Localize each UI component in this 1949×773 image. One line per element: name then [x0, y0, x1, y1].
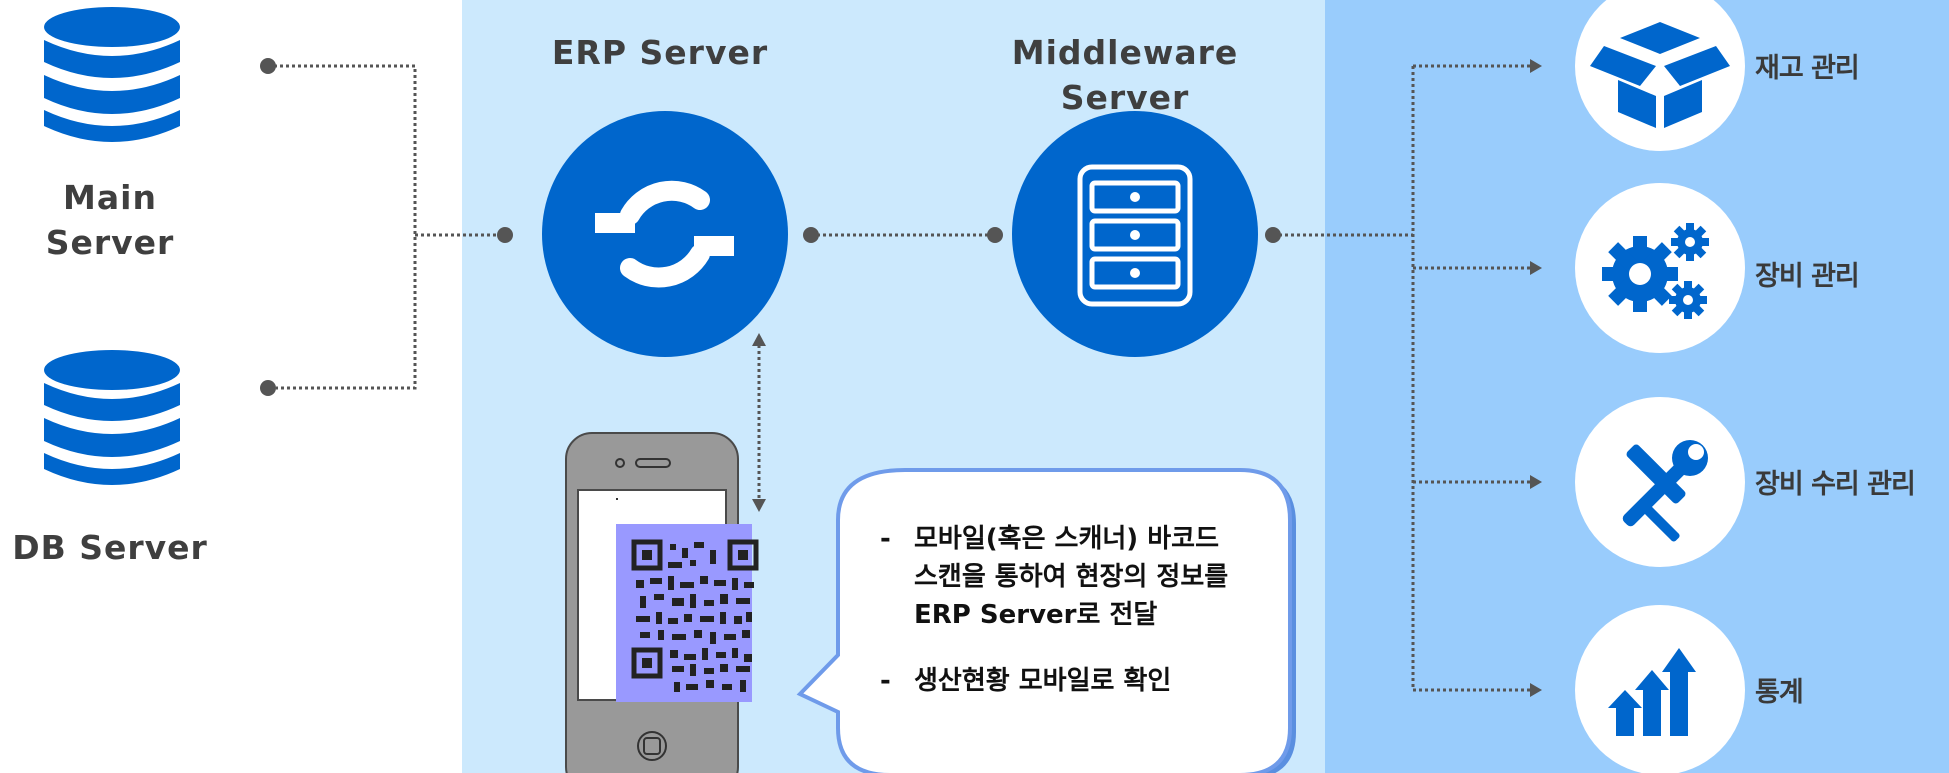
- callout-text: - 모바일(혹은 스캐너) 바코드 스캔을 통하여 현장의 정보를 ERP Se…: [880, 520, 1240, 700]
- callout-item: - 생산현황 모바일로 확인: [880, 662, 1240, 700]
- chart-arrows-icon: [1608, 648, 1696, 736]
- connector-main-db: [268, 64, 417, 390]
- module-label-repair: 장비 수리 관리: [1755, 469, 1916, 500]
- callout-item: - 모바일(혹은 스캐너) 바코드 스캔을 통하여 현장의 정보를 ERP Se…: [880, 520, 1240, 634]
- bullet-dash: -: [880, 524, 891, 554]
- db-server-database-icon: [44, 350, 180, 485]
- connectors: [268, 64, 1530, 692]
- connector-dot: [1265, 227, 1281, 243]
- wrench-screwdriver-icon: [1622, 440, 1708, 542]
- module-circle-statistics: [1575, 605, 1745, 773]
- connector-dot: [260, 380, 276, 396]
- callout-item-text: 생산현황 모바일로 확인: [914, 666, 1172, 696]
- erp-server-node: [542, 111, 788, 357]
- module-label-equipment: 장비 관리: [1755, 261, 1860, 292]
- connector-dot: [260, 58, 276, 74]
- module-label-statistics: 통계: [1755, 677, 1804, 708]
- connector-dot: [987, 227, 1003, 243]
- module-circle-inventory: [1575, 0, 1745, 151]
- arrowhead: [752, 499, 766, 512]
- main-server-database-icon: [44, 7, 180, 142]
- callout-item-text: 모바일(혹은 스캐너) 바코드 스캔을 통하여 현장의 정보를 ERP Serv…: [914, 524, 1229, 630]
- middleware-server-node: [1012, 111, 1258, 357]
- erp-server-label: ERP Server: [551, 33, 769, 72]
- arrowhead: [752, 333, 766, 346]
- main-server-label: Main Server: [45, 178, 175, 262]
- bullet-dash: -: [880, 666, 891, 696]
- server-rack-icon: [1077, 164, 1193, 307]
- connector-dot: [497, 227, 513, 243]
- qr-code: [616, 524, 759, 702]
- module-circle-equipment: [1575, 183, 1745, 353]
- connector-dot: [803, 227, 819, 243]
- arrowhead: [1530, 475, 1542, 489]
- callout-bubble: [796, 468, 1296, 773]
- connector-module-branches: [1413, 64, 1530, 692]
- module-circle-repair: [1575, 397, 1745, 567]
- box-icon: [1590, 22, 1730, 128]
- middleware-server-label: Middleware Server: [1011, 33, 1239, 117]
- arrowhead: [1530, 59, 1542, 73]
- db-server-label: DB Server: [12, 528, 208, 567]
- arrowhead: [1530, 261, 1542, 275]
- sync-icon: [620, 180, 710, 288]
- module-label-inventory: 재고 관리: [1755, 53, 1860, 84]
- arrowhead: [1530, 683, 1542, 697]
